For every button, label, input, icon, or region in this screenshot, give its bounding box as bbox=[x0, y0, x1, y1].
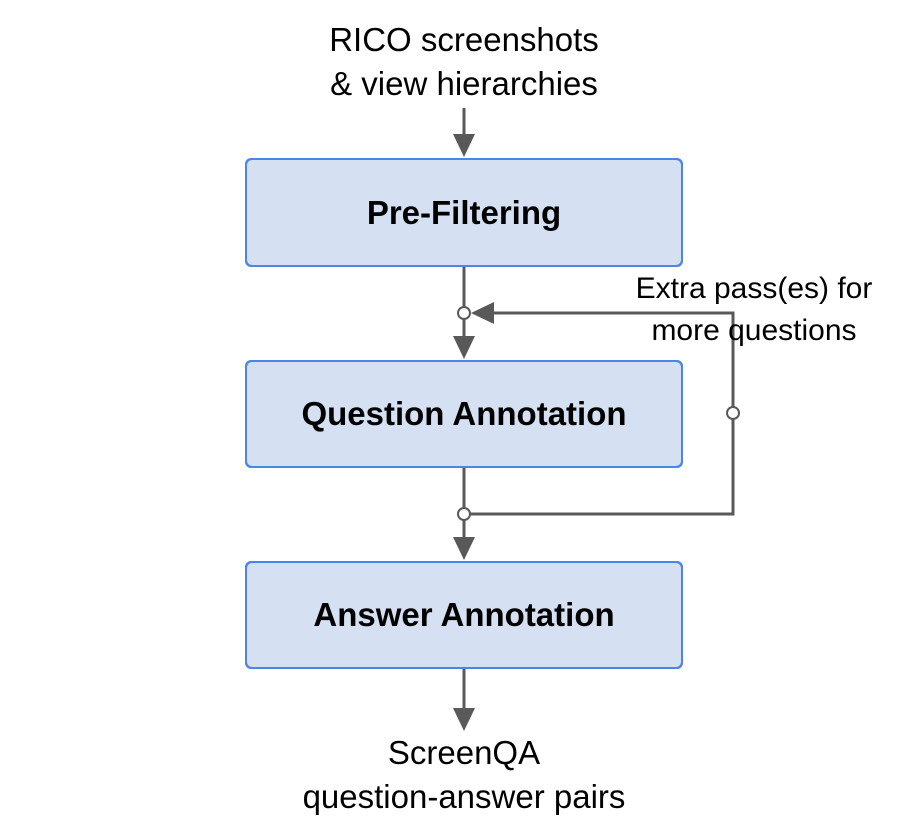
question-to-answer-arrowhead bbox=[453, 537, 475, 560]
step-prefiltering-label: Pre-Filtering bbox=[366, 193, 562, 231]
loop-mid-dot bbox=[726, 406, 740, 420]
step-answer-annotation: Answer Annotation bbox=[245, 561, 683, 669]
prefilter-to-question-arrowhead bbox=[453, 336, 475, 359]
step-question-annotation-label: Question Annotation bbox=[301, 395, 627, 432]
step-answer-annotation-label: Answer Annotation bbox=[313, 596, 615, 633]
loop-label-line1: Extra pass(es) for bbox=[635, 272, 873, 305]
loop-join-dot bbox=[457, 306, 471, 320]
output-label: ScreenQA question-answer pairs bbox=[264, 731, 664, 819]
loop-label-line2: more questions bbox=[651, 314, 857, 347]
loop-label: Extra pass(es) for more questions bbox=[616, 268, 892, 352]
loop-arrowhead bbox=[471, 302, 494, 324]
input-label: RICO screenshots & view hierarchies bbox=[264, 18, 664, 106]
output-label-line2: question-answer pairs bbox=[302, 778, 626, 815]
step-question-annotation: Question Annotation bbox=[245, 360, 683, 468]
input-label-line2: & view hierarchies bbox=[330, 65, 598, 102]
step-prefiltering: Pre-Filtering bbox=[245, 158, 683, 267]
output-label-line1: ScreenQA bbox=[387, 734, 541, 771]
input-label-line1: RICO screenshots bbox=[329, 21, 599, 58]
loop-split-dot bbox=[457, 507, 471, 521]
output-arrowhead bbox=[453, 708, 475, 731]
input-arrowhead bbox=[453, 134, 475, 157]
